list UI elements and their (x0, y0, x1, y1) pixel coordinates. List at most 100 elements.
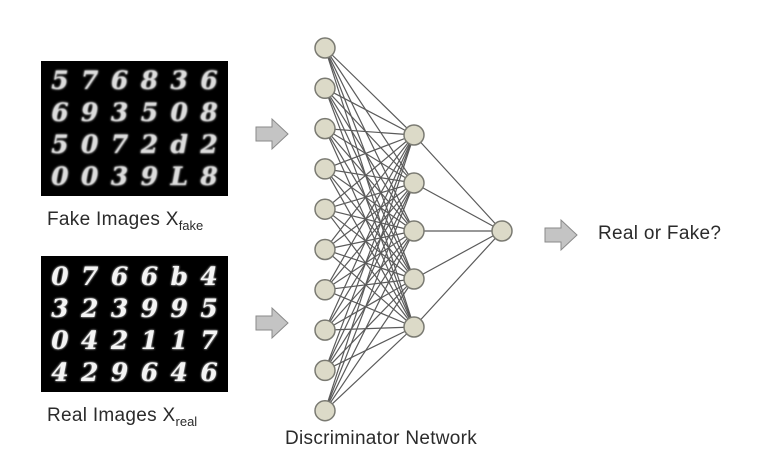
real-digit: b (170, 261, 188, 291)
real-caption-subscript: real (175, 414, 198, 429)
input-to-hidden-edge (324, 326, 415, 331)
network-nodes (314, 37, 513, 422)
network-caption: Discriminator Network (285, 428, 478, 449)
fake-digit: d (170, 129, 188, 159)
input-to-hidden-edge (324, 88, 415, 328)
input-node (314, 117, 336, 140)
input-to-hidden-edge (324, 88, 415, 280)
fake-digit: 3 (170, 66, 188, 96)
real-digit: 3 (110, 293, 129, 323)
real-images-caption: Real Images Xreal (47, 405, 197, 429)
real-digit: 0 (51, 325, 69, 355)
input-to-hidden-edge (324, 182, 415, 291)
hidden-node (403, 220, 425, 242)
input-to-hidden-edge (324, 182, 415, 371)
hidden-node (403, 268, 425, 290)
input-to-hidden-edge (324, 87, 415, 136)
fake-digit: L (170, 161, 189, 191)
input-to-hidden-edge (324, 208, 415, 328)
input-to-hidden-edge (324, 182, 415, 331)
flow-arrows (255, 117, 578, 340)
input-to-hidden-edge (324, 208, 415, 280)
hidden-node (403, 316, 425, 338)
fake-digit: 5 (51, 66, 69, 96)
input-node (314, 319, 336, 341)
hidden-to-output-edge (413, 230, 503, 280)
fake-digit: 6 (110, 66, 129, 96)
input-node (314, 279, 336, 301)
input-to-hidden-edge (324, 134, 415, 250)
input-to-hidden-edge (324, 182, 415, 210)
input-to-hidden-edge (324, 168, 415, 280)
input-to-hidden-edge (324, 230, 415, 251)
input-node (314, 399, 336, 422)
hidden-node (403, 172, 425, 194)
input-to-hidden-edge (324, 230, 415, 411)
real-caption-text: Real Images X (47, 405, 176, 426)
real-digit: 5 (200, 293, 218, 323)
fake-digit: 0 (81, 129, 99, 159)
fake-digit: 7 (110, 129, 129, 159)
hidden-to-output-edge (413, 134, 503, 232)
fake-digit: 6 (51, 98, 69, 128)
input-to-hidden-edge (324, 278, 415, 291)
real-digit: 6 (140, 357, 159, 387)
input-node (314, 158, 336, 180)
real-digit: 6 (140, 261, 159, 291)
input-to-hidden-edge (324, 230, 415, 331)
input-node (314, 198, 336, 220)
input-to-hidden-edge (324, 47, 415, 136)
real-digit: 3 (51, 293, 69, 323)
real-digit: 2 (81, 357, 99, 387)
hidden-to-output-edge (413, 182, 503, 232)
fake-digit: 7 (81, 66, 99, 96)
input-to-hidden-edge (324, 278, 415, 412)
fake-digit: 3 (110, 98, 129, 128)
input-node (314, 37, 336, 59)
network-to-output-arrow-icon (544, 218, 578, 252)
fake-digit: 2 (200, 129, 218, 159)
input-to-hidden-edge (324, 278, 415, 371)
fake-digit: 8 (140, 66, 159, 96)
fake-caption-subscript: fake (178, 218, 204, 233)
input-to-hidden-edge (324, 182, 415, 250)
fake-digit: 8 (200, 161, 218, 191)
input-to-hidden-edge (324, 230, 415, 291)
fake-digit: 5 (140, 98, 159, 128)
input-node (314, 238, 336, 261)
input-to-hidden-edge (324, 208, 415, 232)
real-digit: 0 (51, 261, 69, 291)
fake-digit: 0 (81, 161, 99, 191)
fake-digit: 9 (81, 98, 99, 128)
input-to-hidden-edge (324, 128, 415, 136)
input-to-hidden-edge (324, 278, 415, 331)
fake-digit: 3 (110, 161, 129, 191)
fake-caption-text: Fake Images X (47, 209, 179, 230)
real-digit: 4 (170, 357, 188, 387)
real-digit: 9 (110, 357, 129, 387)
hidden-to-output-edge (413, 230, 503, 328)
input-to-hidden-edge (324, 134, 415, 331)
real-digit: 7 (81, 261, 99, 291)
fake-digit: 0 (51, 161, 69, 191)
input-to-hidden-edge (324, 249, 415, 328)
fake-digit: 6 (200, 66, 218, 96)
real-digit: 1 (170, 325, 188, 355)
input-to-hidden-edge (324, 134, 415, 371)
input-to-hidden-edge (324, 134, 415, 210)
input-to-hidden-edge (324, 134, 415, 291)
real-digit: 4 (200, 261, 218, 291)
input-to-hidden-edge (324, 230, 415, 371)
real-digit: 6 (200, 357, 218, 387)
input-to-hidden-edge (324, 326, 415, 412)
input-node (314, 77, 336, 100)
input-to-hidden-edge (324, 182, 415, 411)
real-digit: 7 (200, 325, 218, 355)
fake-digit: 0 (170, 98, 188, 128)
input-node (314, 359, 336, 382)
input-to-hidden-edge (324, 289, 415, 328)
hidden-node (403, 124, 425, 146)
